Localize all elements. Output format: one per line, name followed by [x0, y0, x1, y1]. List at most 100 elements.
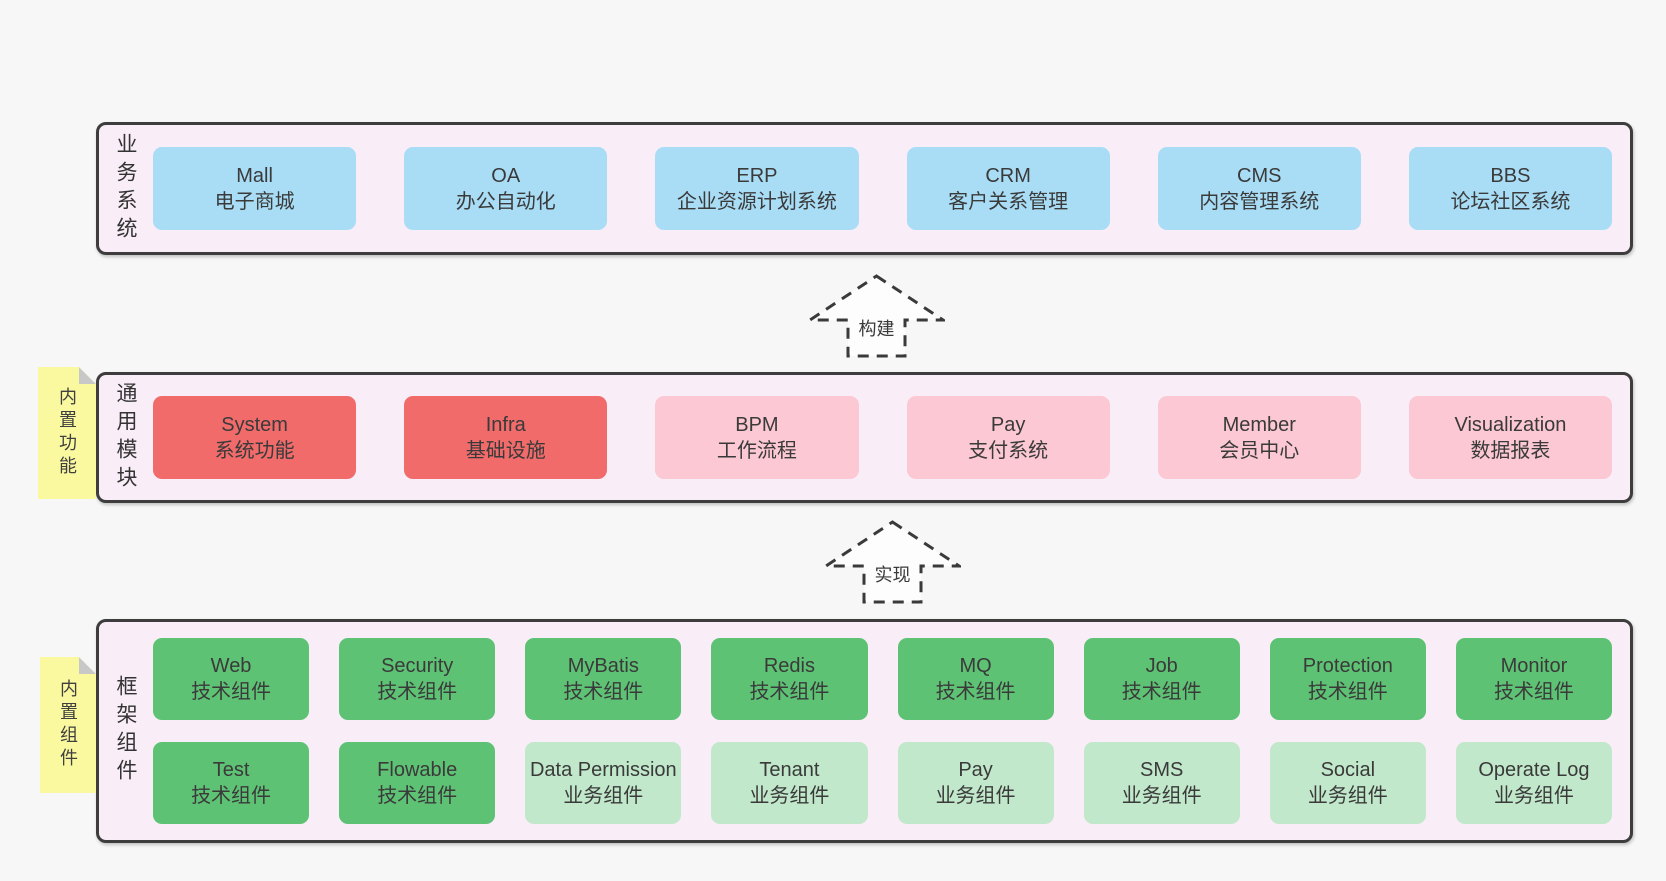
box-title: BPM	[735, 413, 779, 436]
box-subtitle: 技术组件	[1121, 681, 1202, 703]
box-title: System	[221, 413, 288, 436]
box-title: Job	[1145, 655, 1178, 677]
layer-framework-components: 框架组件 Web 技术组件 Security 技术组件 MyBatis 技术组件…	[96, 619, 1633, 843]
box-pay: Pay 支付系统	[906, 396, 1110, 479]
box-mybatis: MyBatis 技术组件	[525, 638, 682, 720]
note-fold-corner	[79, 367, 96, 384]
box-erp: ERP 企业资源计划系统	[655, 147, 859, 230]
box-protection: Protection 技术组件	[1269, 638, 1426, 720]
box-title: MQ	[959, 655, 992, 677]
arrow-up-icon	[808, 274, 945, 358]
box-subtitle: 技术组件	[563, 681, 644, 703]
box-oa: OA 办公自动化	[404, 147, 608, 230]
note-text: 内置组件	[58, 679, 78, 771]
box-subtitle: 业务组件	[935, 785, 1016, 807]
box-subtitle: 基础设施	[465, 439, 546, 462]
box-title: Test	[212, 759, 250, 781]
box-crm: CRM 客户关系管理	[906, 147, 1110, 230]
layer-business-label: 业务系统	[114, 132, 137, 245]
box-title: Monitor	[1500, 655, 1568, 677]
box-pay-biz: Pay 业务组件	[897, 742, 1054, 824]
box-subtitle: 客户关系管理	[948, 190, 1069, 213]
box-subtitle: 技术组件	[191, 785, 272, 807]
layer-common-modules: 通用模块 System 系统功能 Infra 基础设施 BPM 工作流程 Pay…	[96, 372, 1633, 503]
box-bbs: BBS 论坛社区系统	[1408, 147, 1613, 230]
box-operate-log: Operate Log 业务组件	[1455, 742, 1612, 824]
sticky-note-built-in-components: 内置组件	[40, 657, 96, 793]
box-title: Protection	[1302, 655, 1393, 677]
box-subtitle: 电子商城	[214, 190, 295, 213]
box-title: Operate Log	[1478, 759, 1590, 781]
box-title: BBS	[1490, 164, 1531, 187]
box-subtitle: 业务组件	[1307, 785, 1388, 807]
arrow-implement: 实现	[824, 519, 961, 605]
box-subtitle: 技术组件	[749, 681, 830, 703]
box-subtitle: 内容管理系统	[1199, 190, 1320, 213]
box-title: Flowable	[377, 759, 458, 781]
box-subtitle: 技术组件	[1307, 681, 1388, 703]
box-title: OA	[491, 164, 521, 187]
box-system: System 系统功能	[153, 396, 357, 479]
box-web: Web 技术组件	[153, 638, 310, 720]
box-title: Pay	[990, 413, 1026, 436]
note-text: 内置功能	[57, 387, 77, 479]
components-boxes: Web 技术组件 Security 技术组件 MyBatis 技术组件 Redi…	[153, 638, 1612, 824]
box-title: Tenant	[759, 759, 820, 781]
box-cms: CMS 内容管理系统	[1157, 147, 1361, 230]
box-title: SMS	[1140, 759, 1184, 781]
box-subtitle: 技术组件	[377, 785, 458, 807]
box-title: MyBatis	[567, 655, 639, 677]
box-tenant: Tenant 业务组件	[711, 742, 868, 824]
box-subtitle: 业务组件	[563, 785, 644, 807]
box-mall: Mall 电子商城	[153, 147, 357, 230]
box-redis: Redis 技术组件	[711, 638, 868, 720]
box-bpm: BPM 工作流程	[655, 396, 859, 479]
box-subtitle: 会员中心	[1219, 439, 1300, 462]
box-subtitle: 业务组件	[1493, 785, 1574, 807]
box-title: Social	[1320, 759, 1376, 781]
box-data-permission: Data Permission 业务组件	[525, 742, 682, 824]
box-title: Pay	[958, 759, 993, 781]
box-subtitle: 技术组件	[377, 681, 458, 703]
box-sms: SMS 业务组件	[1083, 742, 1240, 824]
box-title: Redis	[763, 655, 815, 677]
box-subtitle: 技术组件	[935, 681, 1016, 703]
box-subtitle: 系统功能	[214, 439, 295, 462]
box-title: Infra	[485, 413, 526, 436]
box-subtitle: 技术组件	[1493, 681, 1574, 703]
box-job: Job 技术组件	[1083, 638, 1240, 720]
box-subtitle: 技术组件	[191, 681, 272, 703]
box-member: Member 会员中心	[1157, 396, 1361, 479]
box-subtitle: 工作流程	[716, 439, 797, 462]
layer-modules-label: 通用模块	[114, 381, 137, 494]
box-security: Security 技术组件	[339, 638, 496, 720]
modules-boxes: System 系统功能 Infra 基础设施 BPM 工作流程 Pay 支付系统…	[153, 396, 1613, 479]
layer-components-label: 框架组件	[114, 675, 137, 787]
layer-business-systems: 业务系统 Mall 电子商城 OA 办公自动化 ERP 企业资源计划系统 CRM…	[96, 122, 1633, 255]
box-subtitle: 业务组件	[1121, 785, 1202, 807]
box-subtitle: 支付系统	[968, 439, 1049, 462]
box-infra: Infra 基础设施	[404, 396, 608, 479]
box-visualization: Visualization 数据报表	[1408, 396, 1613, 479]
box-flowable: Flowable 技术组件	[339, 742, 496, 824]
box-title: ERP	[736, 164, 778, 187]
box-title: Security	[381, 655, 454, 677]
box-subtitle: 论坛社区系统	[1450, 190, 1571, 213]
box-title: Visualization	[1454, 413, 1567, 436]
arrow-implement-label: 实现	[874, 565, 911, 585]
box-subtitle: 业务组件	[749, 785, 830, 807]
box-title: CMS	[1237, 164, 1282, 187]
box-subtitle: 办公自动化	[455, 190, 556, 213]
business-boxes: Mall 电子商城 OA 办公自动化 ERP 企业资源计划系统 CRM 客户关系…	[153, 147, 1613, 230]
box-title: Member	[1222, 413, 1296, 436]
box-mq: MQ 技术组件	[897, 638, 1054, 720]
sticky-note-built-in-features: 内置功能	[38, 367, 96, 499]
arrow-build-label: 构建	[858, 319, 895, 339]
box-title: Web	[210, 655, 252, 677]
box-test: Test 技术组件	[153, 742, 310, 824]
box-title: CRM	[985, 164, 1031, 187]
box-subtitle: 数据报表	[1470, 439, 1551, 462]
box-monitor: Monitor 技术组件	[1455, 638, 1612, 720]
box-social: Social 业务组件	[1269, 742, 1426, 824]
